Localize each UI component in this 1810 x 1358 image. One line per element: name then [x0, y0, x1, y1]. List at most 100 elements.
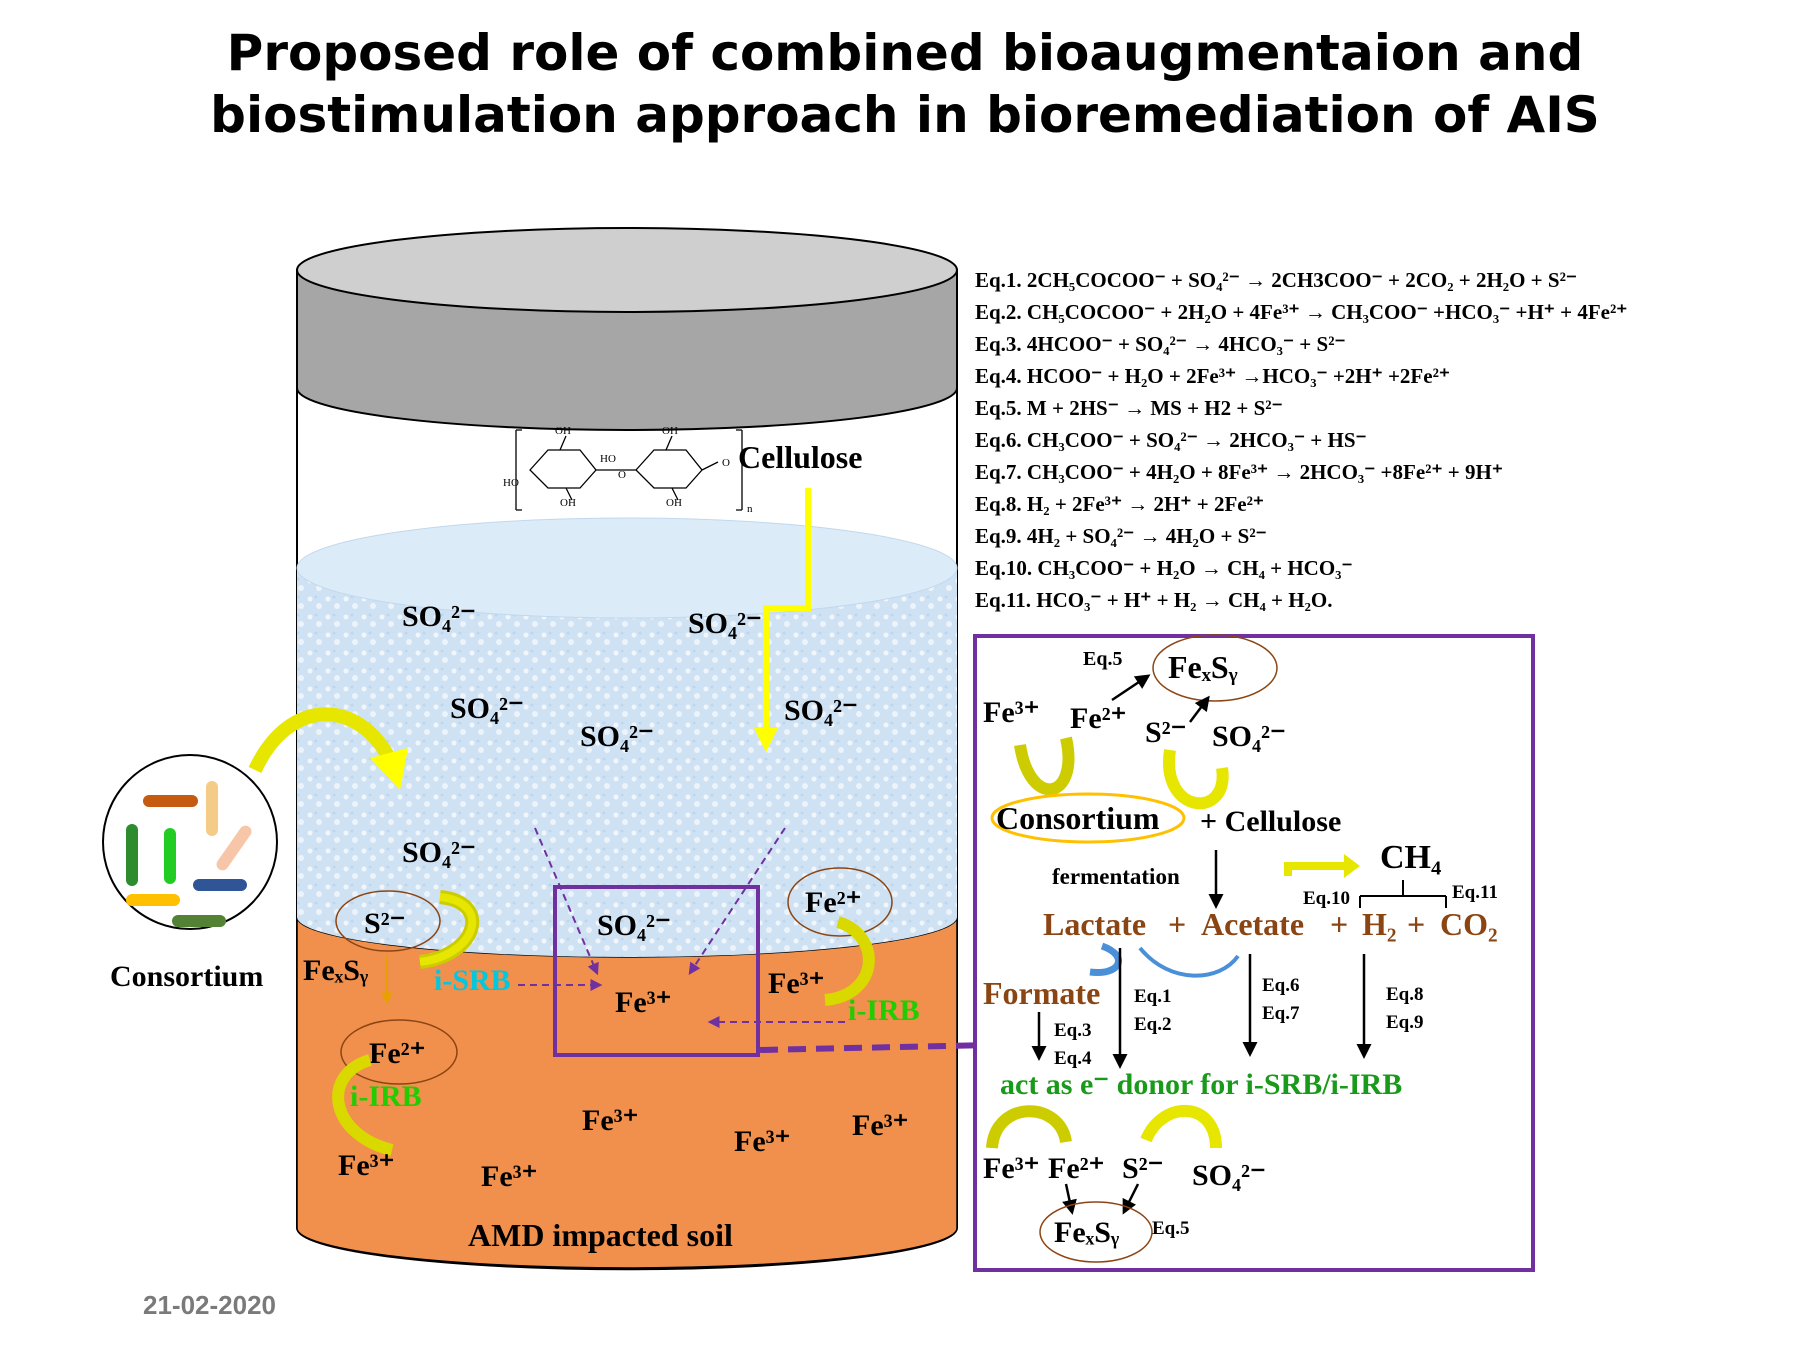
panel-ch4-bracket — [1359, 880, 1447, 908]
panel-fexsy-ellipse-bottom — [1039, 1201, 1153, 1263]
panel-consortium-ellipse — [990, 792, 1186, 844]
panel-eq10: Eq.10 — [1303, 888, 1350, 909]
panel-s2-bottom: S²⁻ — [1122, 1152, 1164, 1185]
consortium-cell-group — [102, 754, 278, 930]
dashed-line-left — [534, 827, 599, 976]
tank-ferric-right: Fe³⁺ — [768, 967, 824, 1000]
panel-curve-s-bottom — [1140, 1104, 1222, 1149]
panel-fe2-top: Fe²⁺ — [1070, 702, 1126, 735]
page-title: Proposed role of combined bioaugmentaion… — [0, 22, 1810, 146]
consortium-arrow-head — [370, 748, 408, 790]
consortium-arrow — [248, 707, 397, 774]
bacteria-darkgreen — [126, 824, 138, 886]
panel-blue-arrow-acetate — [1138, 946, 1240, 978]
panel-curve-fe-bottom — [986, 1105, 1072, 1149]
bacteria-tan — [206, 781, 218, 836]
panel-donor: act as e⁻ donor for i-SRB/i-IRB — [1000, 1068, 1402, 1101]
soil-ferric-4: Fe³⁺ — [481, 1160, 537, 1193]
sulfate-6: SO₄²⁻ — [402, 836, 476, 869]
equation-10: Eq.10. CH₃COO⁻ + H₂O → CH₄ + HCO₃⁻ — [975, 556, 1353, 580]
sulfate-3: SO₄²⁻ — [450, 692, 524, 725]
panel-blue-arrow-formate — [1089, 942, 1122, 977]
equation-1: Eq.1. 2CH₅COCOO⁻ + SO₄²⁻ → 2CH3COO⁻ + 2C… — [975, 268, 1577, 292]
oh-label-1: OH — [555, 425, 571, 437]
panel-co2: CO₂ — [1440, 906, 1498, 942]
panel-eq2: Eq.2 — [1134, 1014, 1172, 1035]
panel-plus-3: + — [1407, 906, 1425, 942]
soil-ferric-2: Fe³⁺ — [734, 1125, 790, 1158]
panel-so4-top: SO₄²⁻ — [1212, 720, 1286, 753]
cellulose-arrow — [763, 488, 811, 735]
oh-label-2: OH — [662, 425, 678, 437]
panel-curve-s-top — [1163, 749, 1229, 810]
sulfate-7: SO₄²⁻ — [597, 909, 671, 942]
panel-arrow-s2-fexsy — [1189, 695, 1210, 723]
panel-fermentation: fermentation — [1052, 864, 1180, 889]
tank-fexsy: FeₓSᵧ — [303, 954, 369, 987]
soil-label: AMD impacted soil — [468, 1217, 733, 1253]
panel-s2-top: S²⁻ — [1145, 716, 1187, 749]
tank-sulfide: S²⁻ — [364, 907, 406, 940]
zoom-box — [553, 885, 760, 1057]
tank-iirb-right: i-IRB — [848, 994, 920, 1027]
sulfate-4: SO₄²⁻ — [580, 720, 654, 753]
panel-eq1: Eq.1 — [1134, 986, 1172, 1007]
title-line-2: biostimulation approach in bioremediatio… — [210, 86, 1600, 144]
box-ferric: Fe³⁺ — [615, 986, 671, 1019]
bacteria-blue — [193, 879, 247, 891]
sulfide-ellipse — [335, 890, 441, 952]
panel-fe2-bottom: Fe²⁺ — [1048, 1152, 1104, 1185]
tank-ferric-left: Fe³⁺ — [338, 1149, 394, 1182]
sulfide-curve-arrow-outline — [419, 893, 476, 966]
oh-label-4: OH — [666, 497, 682, 509]
zoom-link-arrow — [759, 1042, 991, 1053]
o-label-2: O — [722, 457, 730, 469]
equation-11: Eq.11. HCO₃⁻ + H⁺ + H₂ → CH₄ + H₂O. — [975, 588, 1333, 612]
iirb-curve-arrow-left — [332, 1054, 394, 1156]
equation-6: Eq.6. CH₃COO⁻ + SO₄²⁻ → 2HCO₃⁻ + HS⁻ — [975, 428, 1367, 452]
ferrous-ellipse-right — [787, 867, 893, 937]
tank-lid — [296, 269, 958, 431]
cellulose-label: Cellulose — [738, 439, 862, 475]
panel-fe3-bottom: Fe³⁺ — [983, 1152, 1039, 1185]
bacteria-olive — [172, 915, 226, 927]
panel-eq7: Eq.7 — [1262, 1003, 1300, 1024]
o-label-1: O — [618, 469, 626, 481]
panel-acetate: Acetate — [1201, 906, 1304, 942]
water-sulfates: SO₄²⁻ SO₄²⁻ SO₄²⁻ SO₄²⁻ SO₄²⁻ SO₄²⁻ SO₄²… — [402, 600, 858, 942]
ho-label-2: HO — [503, 477, 519, 489]
lid-top — [296, 227, 958, 313]
equation-9: Eq.9. 4H₂ + SO₄²⁻ → 4H₂O + S²⁻ — [975, 524, 1267, 548]
equation-5: Eq.5. M + 2HS⁻ → MS + H2 + S²⁻ — [975, 396, 1283, 420]
tank-ferrous-right: Fe²⁺ — [805, 886, 861, 919]
panel-fexsy-top: FeₓSᵧ — [1168, 649, 1238, 685]
water-surface — [296, 517, 958, 619]
bacteria-peach — [216, 825, 252, 871]
bacteria-green — [164, 828, 176, 884]
panel-eq3: Eq.3 — [1054, 1020, 1092, 1041]
panel-eq5-top: Eq.5 — [1083, 648, 1122, 670]
panel-eq5-bottom: Eq.5 — [1152, 1218, 1190, 1239]
iirb-curve-arrow-right — [824, 916, 875, 1006]
panel-arrow-fe2-fexsy — [1111, 674, 1151, 702]
panel-plus-1: + — [1168, 906, 1186, 942]
panel-eq11: Eq.11 — [1452, 882, 1498, 903]
panel-eq10-arrow-head — [1344, 854, 1360, 878]
panel-plus-2: + — [1330, 906, 1348, 942]
equation-4: Eq.4. HCOO⁻ + H₂O + 2Fe³⁺ →HCO₃⁻ +2H⁺ +2… — [975, 364, 1450, 388]
water-layer — [297, 568, 957, 957]
equation-3: Eq.3. 4HCOO⁻ + SO₄²⁻ → 4HCO₃⁻ + S²⁻ — [975, 332, 1346, 356]
panel-eq9: Eq.9 — [1386, 1012, 1424, 1033]
equation-8: Eq.8. H₂ + 2Fe³⁺ → 2H⁺ + 2Fe²⁺ — [975, 492, 1264, 516]
sulfate-1: SO₄²⁻ — [402, 600, 476, 633]
ho-label-1: HO — [600, 453, 616, 465]
panel-so4-bottom: SO₄²⁻ — [1192, 1159, 1266, 1192]
panel-eq6: Eq.6 — [1262, 975, 1300, 996]
oh-label-3: OH — [560, 497, 576, 509]
title-line-1: Proposed role of combined bioaugmentaion… — [226, 24, 1584, 82]
dashed-line-right — [688, 827, 786, 976]
panel-eq8: Eq.8 — [1386, 984, 1424, 1005]
panel-plus-cellulose: + Cellulose — [1200, 805, 1341, 838]
tank-ferrous-left: Fe²⁺ — [369, 1037, 425, 1070]
tank-iirb-left: i-IRB — [350, 1080, 422, 1113]
